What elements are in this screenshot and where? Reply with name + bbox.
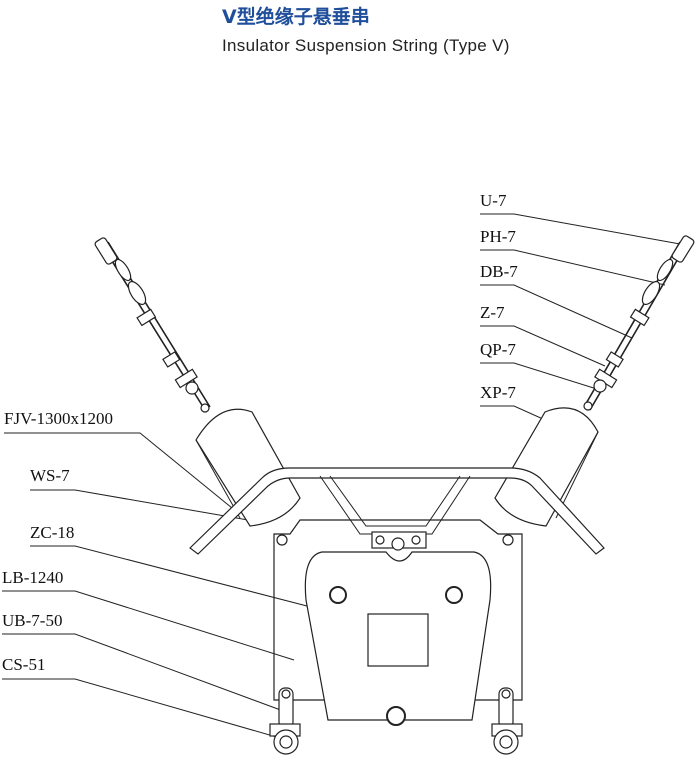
leader-db-7 xyxy=(480,284,633,339)
left-suspension-clamp xyxy=(269,687,301,755)
label-db-7: DB-7 xyxy=(480,262,518,281)
leader-fjv xyxy=(4,432,233,509)
label-z-7: Z-7 xyxy=(480,303,505,322)
right-fitting-string xyxy=(583,235,695,411)
title-chinese: V型绝缘子悬垂串 xyxy=(222,6,370,28)
label-ub-7-50: UB-7-50 xyxy=(2,611,62,630)
label-zc-18: ZC-18 xyxy=(30,523,74,542)
leader-ws-7 xyxy=(30,489,249,521)
left-fitting-string xyxy=(94,237,211,413)
leader-ph-7 xyxy=(480,249,666,286)
label-u-7: U-7 xyxy=(480,191,507,210)
left-insulator xyxy=(195,408,301,527)
leader-lb-1240 xyxy=(2,590,295,661)
leader-qp-7 xyxy=(480,362,601,391)
label-lb-1240: LB-1240 xyxy=(2,568,63,587)
leader-u-7 xyxy=(480,213,681,245)
title-english: Insulator Suspension String (Type V) xyxy=(222,36,510,55)
label-cs-51: CS-51 xyxy=(2,655,45,674)
label-ws-7: WS-7 xyxy=(30,466,70,485)
leader-ub-7-50 xyxy=(2,633,287,713)
leader-zc-18 xyxy=(30,545,393,629)
label-qp-7: QP-7 xyxy=(480,340,516,359)
leader-z-7 xyxy=(480,325,606,367)
label-ph-7: PH-7 xyxy=(480,227,516,246)
leader-cs-51 xyxy=(2,678,281,739)
right-insulator xyxy=(494,407,599,527)
label-xp-7: XP-7 xyxy=(480,383,516,402)
right-suspension-clamp xyxy=(491,687,523,755)
label-fjv: FJV-1300x1200 xyxy=(4,409,113,428)
yoke-plate xyxy=(273,519,523,726)
